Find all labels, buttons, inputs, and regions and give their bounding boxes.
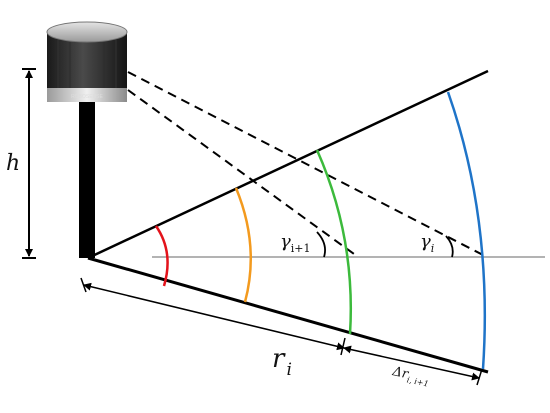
- laser-beam-i: [127, 71, 484, 256]
- delta-r-sub: i, i+1: [406, 375, 429, 388]
- gamma-i-sub: i: [431, 242, 435, 255]
- delta-r-main: Δr: [390, 364, 410, 382]
- range-arc-blue: [446, 91, 487, 370]
- lower-ray: [87, 256, 489, 374]
- lidar-sensor-icon: ROBOSENSE: [46, 21, 128, 102]
- gamma-i-plus-1-label: γi+1: [280, 231, 311, 255]
- gamma-i-main: γ: [420, 231, 431, 252]
- upper-ray: [87, 69, 489, 260]
- radius-dimension-arrow: [83, 282, 345, 351]
- delta-dimension-arrow: [343, 345, 480, 381]
- sensor-brand-label: ROBOSENSE: [71, 94, 103, 100]
- angle-arc-gamma-i: [445, 235, 454, 258]
- gamma-i-plus-1-sub: i+1: [291, 242, 311, 255]
- angle-arc-gamma-i-plus-1: [316, 231, 326, 258]
- radius-dimension-end-tick: [340, 337, 346, 356]
- gamma-i-label: γi: [420, 231, 434, 255]
- radius-label-sub: i: [286, 360, 291, 380]
- range-arc-orange: [234, 187, 253, 303]
- radius-label-main: r: [272, 344, 286, 374]
- laser-beam-i-plus-1: [127, 89, 355, 255]
- range-arc-green: [315, 149, 353, 335]
- range-arc-red: [154, 225, 169, 287]
- height-label: h: [6, 151, 20, 176]
- mounting-pole-icon: [79, 102, 95, 258]
- gamma-i-plus-1-main: γ: [280, 231, 291, 252]
- delta-r-label: Δri, i+1: [390, 364, 431, 389]
